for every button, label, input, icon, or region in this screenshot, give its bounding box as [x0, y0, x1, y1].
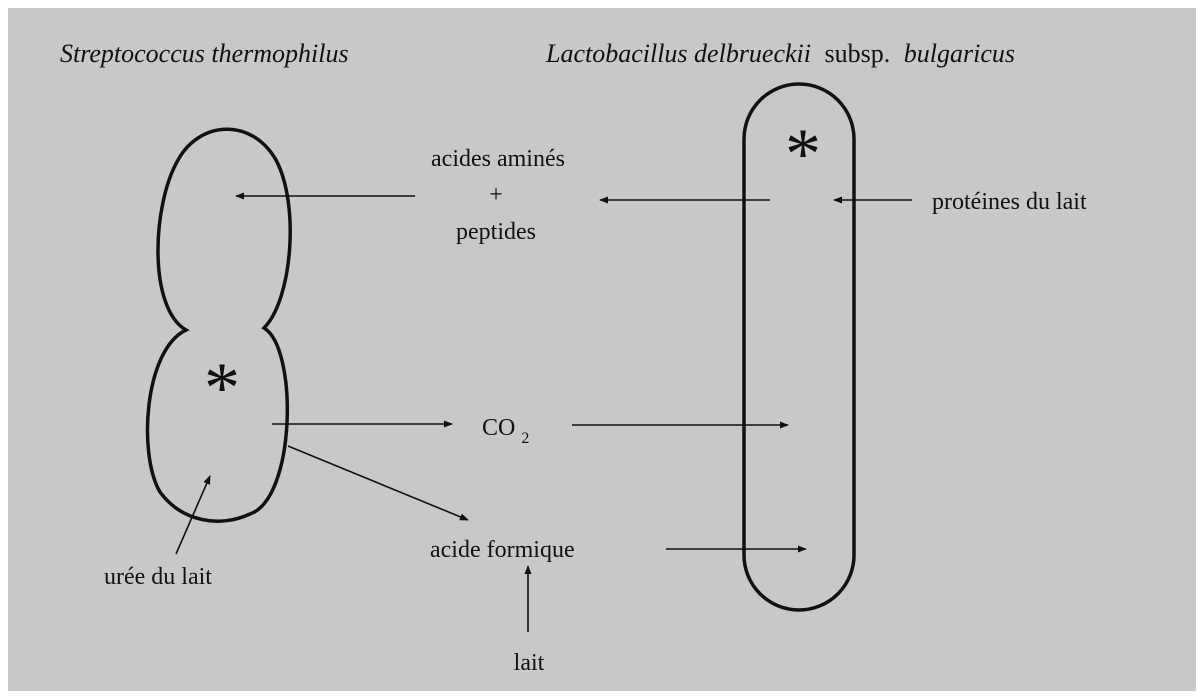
title-lactobacillus: Lactobacillus delbrueckii subsp. bulgari… [545, 39, 1015, 68]
label-peptides: peptides [456, 219, 536, 245]
title-lactobacillus-subsp: subsp. [825, 39, 891, 68]
label-milk: lait [514, 650, 545, 676]
label-co2-subscript: 2 [521, 430, 529, 447]
label-milk-proteins: protéines du lait [932, 189, 1087, 215]
asterisk-lactobacillus: * [785, 114, 821, 194]
title-streptococcus: Streptococcus thermophilus [60, 39, 349, 68]
label-amino-acids: acides aminés [431, 146, 565, 172]
label-co2-main: CO [482, 415, 515, 441]
label-formic-acid: acide formique [430, 537, 575, 563]
label-milk-urea: urée du lait [104, 564, 212, 590]
title-lactobacillus-variety: bulgaricus [904, 39, 1015, 68]
title-lactobacillus-species: Lactobacillus delbrueckii [545, 39, 811, 68]
label-plus: + [489, 182, 503, 208]
asterisk-streptococcus: * [204, 348, 240, 428]
